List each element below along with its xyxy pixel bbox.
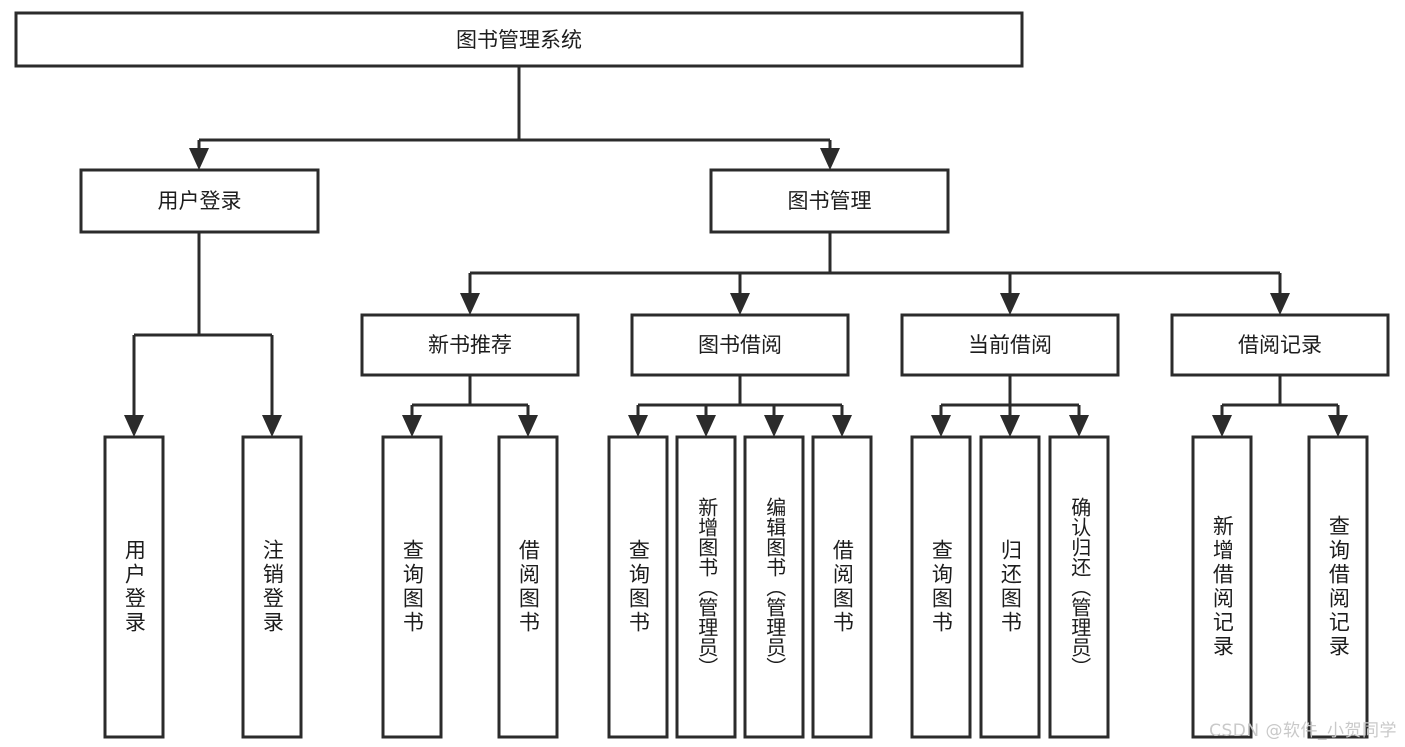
node-book-borrow-box[interactable] bbox=[630, 313, 850, 377]
node-book-borrow[interactable]: 图书借阅 bbox=[630, 313, 850, 377]
arrow-head-leaf-user-login bbox=[124, 415, 144, 437]
node-current-borrow[interactable]: 当前借阅 bbox=[900, 313, 1120, 377]
arrow-head-leaf-borrow-book-2 bbox=[832, 415, 852, 437]
node-user-login-box[interactable] bbox=[79, 168, 320, 234]
leaf-box-return-book[interactable] bbox=[979, 435, 1041, 739]
leaf-box-add-book[interactable] bbox=[675, 435, 737, 739]
node-new-book-recommend-box[interactable] bbox=[360, 313, 580, 377]
node-user-login-label: 用户登录 bbox=[158, 189, 242, 213]
node-root-label: 图书管理系统 bbox=[456, 28, 582, 52]
node-root-box[interactable] bbox=[14, 11, 1024, 68]
node-book-manage-box[interactable] bbox=[709, 168, 950, 234]
arrow-head-new-book-recommend bbox=[460, 293, 480, 315]
arrow-head-book-borrow bbox=[730, 293, 750, 315]
node-borrow-record-box[interactable] bbox=[1170, 313, 1390, 377]
arrow-head-leaf-query-record bbox=[1328, 415, 1348, 437]
leaf-box-layer bbox=[103, 435, 1369, 739]
leaf-box-logout[interactable] bbox=[241, 435, 303, 739]
node-borrow-record[interactable]: 借阅记录 bbox=[1170, 313, 1390, 377]
arrow-head-leaf-borrow-book-1 bbox=[518, 415, 538, 437]
leaf-box-query-book-3[interactable] bbox=[910, 435, 972, 739]
node-new-book-recommend-label: 新书推荐 bbox=[428, 333, 512, 357]
node-current-borrow-label: 当前借阅 bbox=[968, 333, 1052, 357]
arrow-head-leaf-query-book-2 bbox=[628, 415, 648, 437]
arrow-head-borrow-record bbox=[1270, 293, 1290, 315]
leaf-box-query-record[interactable] bbox=[1307, 435, 1369, 739]
arrow-head-leaf-return-book bbox=[1000, 415, 1020, 437]
leaf-box-borrow-book-2[interactable] bbox=[811, 435, 873, 739]
node-user-login[interactable]: 用户登录 bbox=[79, 168, 320, 234]
node-book-manage[interactable]: 图书管理 bbox=[709, 168, 950, 234]
node-book-borrow-label: 图书借阅 bbox=[698, 333, 782, 357]
node-new-book-recommend[interactable]: 新书推荐 bbox=[360, 313, 580, 377]
leaf-box-add-record[interactable] bbox=[1191, 435, 1253, 739]
node-book-manage-label: 图书管理 bbox=[788, 189, 872, 213]
arrow-head-leaf-query-book-1 bbox=[402, 415, 422, 437]
leaf-box-borrow-book-1[interactable] bbox=[497, 435, 559, 739]
node-root[interactable]: 图书管理系统 bbox=[14, 11, 1024, 68]
leaf-box-edit-book[interactable] bbox=[743, 435, 805, 739]
arrow-head-leaf-logout bbox=[262, 415, 282, 437]
csdn-watermark: CSDN @软件_小贺同学 bbox=[1209, 721, 1397, 741]
leaf-box-user-login[interactable] bbox=[103, 435, 165, 739]
leaf-box-confirm-return[interactable] bbox=[1048, 435, 1110, 739]
node-current-borrow-box[interactable] bbox=[900, 313, 1120, 377]
arrow-head-user-login bbox=[189, 148, 209, 170]
arrow-head-book-manage bbox=[820, 148, 840, 170]
arrow-head-leaf-query-book-3 bbox=[931, 415, 951, 437]
arrow-head-leaf-add-book bbox=[696, 415, 716, 437]
arrow-head-current-borrow bbox=[1000, 293, 1020, 315]
leaf-box-query-book-2[interactable] bbox=[607, 435, 669, 739]
node-borrow-record-label: 借阅记录 bbox=[1238, 333, 1322, 357]
arrow-head-leaf-add-record bbox=[1212, 415, 1232, 437]
arrow-head-leaf-confirm-return bbox=[1069, 415, 1089, 437]
leaf-box-query-book-1[interactable] bbox=[381, 435, 443, 739]
connector-layer bbox=[124, 66, 1348, 437]
arrow-head-leaf-edit-book bbox=[764, 415, 784, 437]
